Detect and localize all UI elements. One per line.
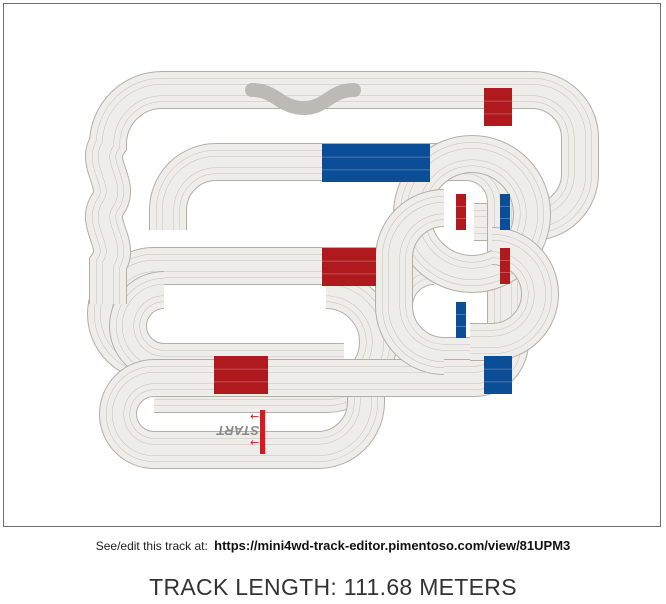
special-section-block: [484, 88, 512, 126]
special-section-lane: [484, 100, 512, 102]
track-lane-layer: [112, 372, 318, 456]
track-loop-right: [375, 135, 560, 375]
special-section-lane: [500, 206, 510, 207]
special-section-block: [500, 248, 510, 284]
track-lane-layer: [406, 148, 538, 280]
special-section-lane: [214, 368, 268, 370]
track-layout: START ← ←: [85, 71, 599, 469]
special-section-lane: [500, 218, 510, 219]
special-section-lane: [322, 273, 376, 275]
special-section-lane: [456, 326, 466, 327]
start-label: START: [216, 423, 259, 438]
special-section-block: [322, 248, 376, 286]
start-gate: START ← ←: [216, 410, 265, 454]
special-section-block: [456, 194, 466, 230]
track-lane-layer: [162, 84, 586, 228]
track-lane-layer: [470, 240, 546, 348]
track-lane-layer: [317, 388, 372, 456]
special-section-block: [322, 144, 430, 182]
special-section-lane: [322, 260, 376, 262]
track-loop-top: [162, 71, 599, 241]
track-canvas: START ← ←: [3, 3, 661, 527]
track-lane-layer: [388, 202, 445, 362]
lane-change-bridge: [245, 83, 361, 116]
special-section-lane: [214, 381, 268, 383]
track-loop-lower: [86, 247, 529, 469]
special-section-lane: [456, 218, 466, 219]
special-section-lane: [484, 368, 512, 370]
special-section-lane: [456, 206, 466, 207]
special-section-lane: [456, 314, 466, 315]
track-loop-left: [85, 71, 163, 304]
track-lane-layer: [162, 156, 217, 230]
special-section-lane: [500, 272, 510, 273]
link-prefix: See/edit this track at:: [95, 539, 208, 553]
start-arrow-upper: ←: [250, 410, 259, 423]
track-lane-layer: [98, 84, 163, 304]
special-section-lane: [322, 156, 430, 158]
special-sections: [214, 88, 512, 394]
special-section-lane: [500, 260, 510, 261]
special-section-lane: [322, 169, 430, 171]
track-lane-layer: [122, 284, 165, 368]
track-url-link[interactable]: https://mini4wd-track-editor.pimentoso.c…: [214, 538, 571, 553]
special-section-lane: [484, 113, 512, 115]
special-section-block: [484, 356, 512, 394]
special-section-lane: [484, 381, 512, 383]
special-section-block: [214, 356, 268, 394]
special-section-block: [456, 302, 466, 338]
special-section-block: [500, 194, 510, 230]
start-arrow-lower: ←: [250, 436, 259, 449]
track-link-line: See/edit this track at: https://mini4wd-…: [0, 538, 666, 553]
track-length: TRACK LENGTH: 111.68 METERS: [149, 574, 517, 600]
